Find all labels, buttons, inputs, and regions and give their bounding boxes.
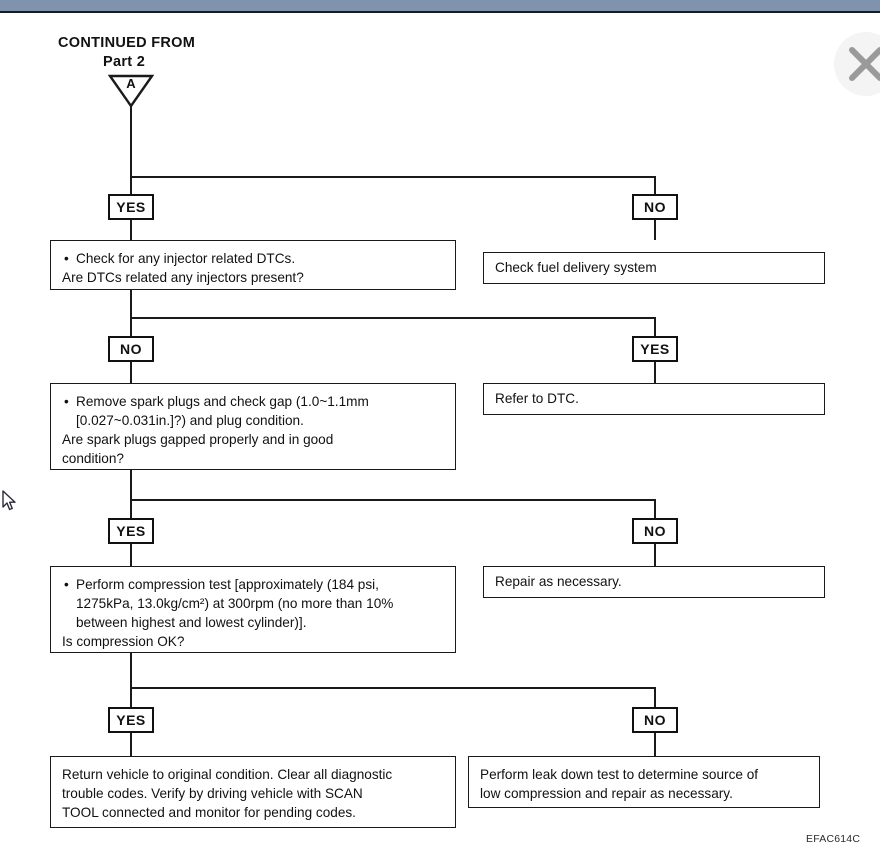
branch-line [130,317,132,336]
part-label: Part 2 [103,54,146,70]
box-line: Refer to DTC. [495,391,579,406]
continued-from-label: CONTINUED FROM [58,35,196,51]
box-line: 1275kPa, 13.0kg/cm²) at 300rpm (no more … [76,596,394,611]
connector-line [130,653,132,688]
mouse-pointer-icon [2,490,18,512]
box-line: Perform leak down test to determine sour… [480,767,759,782]
box-line: [0.027~0.031in.]?) and plug condition. [76,413,304,428]
branch-line [654,317,656,336]
connector-line [130,290,132,318]
connector-a-label: A [126,76,136,91]
figure-reference-code: EFAC614C [806,833,861,845]
box-line: low compression and repair as necessary. [480,786,733,801]
branch-line [130,687,656,689]
branch-line [654,176,656,194]
box-line: Check for any injector related DTCs. [62,249,445,268]
connector-line [130,470,132,500]
tag-no-1: NO [632,194,678,220]
close-icon[interactable] [834,32,880,96]
branch-line [130,176,132,194]
decision-box-3: Perform compression test [approximately … [50,566,456,653]
branch-line [130,499,656,501]
connector-line [654,362,656,383]
flowchart-canvas: CONTINUED FROM Part 2 A YES NO Check for… [0,13,880,860]
connector-a-triangle: A [107,74,155,109]
box-line: Check fuel delivery system [495,260,657,275]
connector-line [654,733,656,756]
tag-yes-2: YES [632,336,678,362]
branch-line [130,499,132,518]
result-box-no: Perform leak down test to determine sour… [468,756,820,808]
box-line: TOOL connected and monitor for pending c… [62,805,356,820]
branch-line [654,687,656,707]
box-line: Is compression OK? [62,634,185,649]
box-line: between highest and lowest cylinder)]. [76,615,307,630]
box-line: condition? [62,451,124,466]
action-box-3: Repair as necessary. [483,566,825,598]
action-box-1: Check fuel delivery system [483,252,825,284]
branch-line [130,176,656,178]
connector-line [130,362,132,383]
connector-line [654,220,656,240]
branch-line [130,687,132,707]
action-box-2: Refer to DTC. [483,383,825,415]
branch-line [654,499,656,518]
decision-box-1: Check for any injector related DTCs. Are… [50,240,456,290]
box-line: trouble codes. Verify by driving vehicle… [62,786,363,801]
connector-line [130,105,132,177]
tag-yes-1: YES [108,194,154,220]
box-line: Are spark plugs gapped properly and in g… [62,432,334,447]
tag-yes-4: YES [108,707,154,733]
tag-no-2: NO [108,336,154,362]
box-line: Are DTCs related any injectors present? [62,270,304,285]
result-box-yes: Return vehicle to original condition. Cl… [50,756,456,828]
tag-no-4: NO [632,707,678,733]
box-line: Repair as necessary. [495,574,622,589]
connector-line [130,733,132,756]
connector-line [654,544,656,566]
decision-box-2: Remove spark plugs and check gap (1.0~1.… [50,383,456,470]
box-line: Perform compression test [approximately … [62,575,445,594]
branch-line [130,317,656,319]
box-line: Remove spark plugs and check gap (1.0~1.… [62,392,445,411]
box-line: Return vehicle to original condition. Cl… [62,767,393,782]
tag-yes-3: YES [108,518,154,544]
connector-line [130,544,132,566]
connector-line [130,220,132,240]
tag-no-3: NO [632,518,678,544]
window-titlebar [0,0,880,13]
